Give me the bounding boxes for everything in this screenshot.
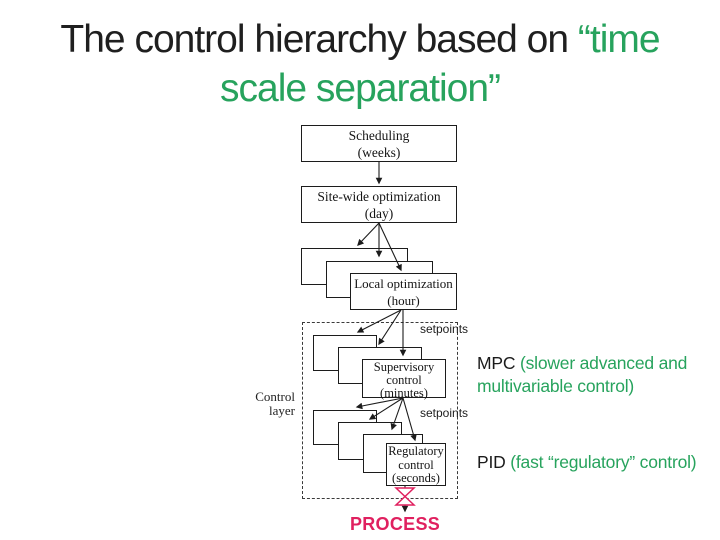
box-local-optimization: Local optimization (hour) [350,273,457,310]
box-regulatory-line3: (seconds) [392,471,440,486]
box-sitewide-line1: Site-wide optimization [317,189,441,204]
box-scheduling: Scheduling (weeks) [301,125,457,162]
pid-annotation: PID (fast “regulatory” control) [477,451,717,474]
box-scheduling-line2: (weeks) [357,144,401,160]
control-layer-label: Control layer [231,390,295,418]
box-supervisory-line3: (minutes) [380,386,428,400]
box-local-line2: (hour) [387,292,420,308]
control-layer-line2: layer [269,403,295,418]
page-title: The control hierarchy based on “time sca… [0,15,720,113]
pid-desc: (fast “regulatory” control) [510,452,697,472]
title-green-text-line2: scale separation” [220,67,501,110]
mpc-desc-line2: multivariable control) [477,376,635,396]
setpoints-label-bottom: setpoints [420,406,469,420]
box-regulatory-line1: Regulatory [388,444,444,458]
title-green-text-line1: “time [577,18,661,61]
mpc-label: MPC [477,353,516,373]
box-local-line1: Local optimization [354,276,453,291]
mpc-annotation: MPC (slower advanced and multivariable c… [477,352,717,398]
box-supervisory-control: Supervisory control (minutes) [362,359,446,400]
box-sitewide-line2: (day) [364,205,394,221]
control-layer-line1: Control [255,389,295,404]
box-supervisory-line2: control [386,373,422,387]
mpc-desc-line1: (slower advanced and [519,353,688,373]
process-label: PROCESS [349,514,441,534]
box-regulatory-control: Regulatory control (seconds) [386,443,446,486]
pid-label: PID [477,452,506,472]
box-sitewide-optimization: Site-wide optimization (day) [301,186,457,223]
title-black-text: The control hierarchy based on [60,18,578,61]
setpoints-label-top: setpoints [420,322,469,336]
box-regulatory-line2: control [398,457,434,472]
box-scheduling-line1: Scheduling [348,128,410,143]
box-supervisory-line1: Supervisory [373,360,435,374]
